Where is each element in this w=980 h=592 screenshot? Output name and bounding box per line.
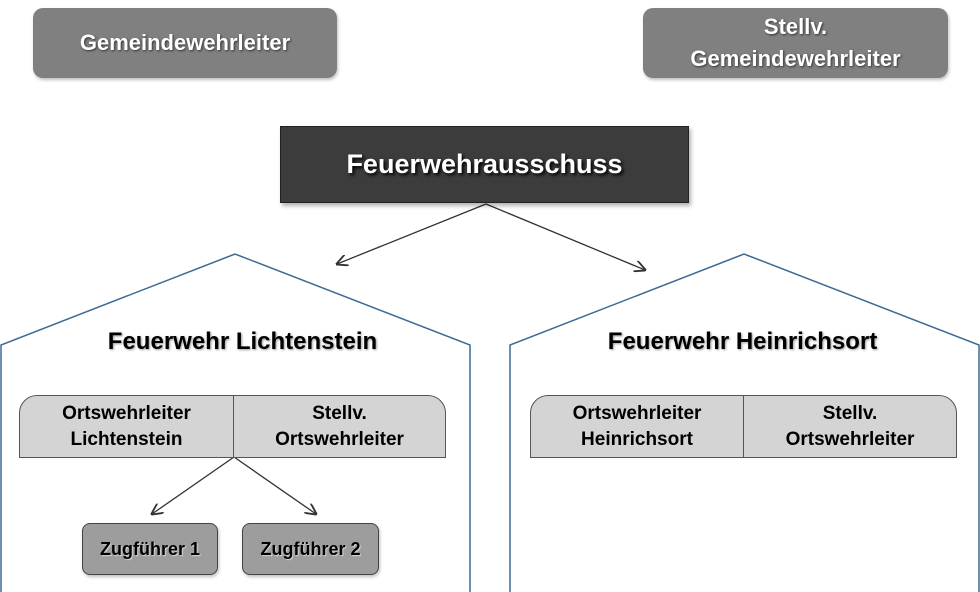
house-title-heinrichsort: Feuerwehr Heinrichsort (607, 328, 878, 355)
ortswehrleiter-heinrichsort-line2: Heinrichsort (581, 428, 693, 450)
feuerwehrausschuss-box: Feuerwehrausschuss (280, 126, 689, 203)
stellv-ortswehrleiter-heinrichsort-line1: Stellv. (822, 402, 878, 424)
arrow-to-lichtenstein (337, 203, 487, 264)
zugfuehrer-1-box: Zugführer 1 (82, 523, 218, 575)
house-outline-lichtenstein (0, 253, 471, 592)
stellv-ortswehrleiter-heinrichsort-box: Stellv. Ortswehrleiter (743, 395, 957, 458)
zugfuehrer-1-label: Zugführer 1 (99, 538, 200, 559)
stellv-ortswehrleiter-lichtenstein-box: Stellv. Ortswehrleiter (233, 395, 446, 458)
zugfuehrer-2-label: Zugführer 2 (260, 538, 361, 559)
house-outline-heinrichsort (509, 253, 980, 592)
gemeindewehrleiter-box: Gemeindewehrleiter (33, 8, 337, 78)
ortswehrleiter-lichtenstein-line2: Lichtenstein (70, 428, 183, 450)
stellv-ortswehrleiter-heinrichsort-line2: Ortswehrleiter (785, 428, 915, 450)
stellv-ortswehrleiter-lichtenstein-line2: Ortswehrleiter (275, 428, 404, 450)
stellv-gemeindewehrleiter-box: Stellv. Gemeindewehrleiter (643, 8, 948, 78)
gemeindewehrleiter-label: Gemeindewehrleiter (79, 30, 291, 55)
arrow-to-zugfuehrer-2 (233, 456, 316, 514)
ortswehrleiter-heinrichsort-line1: Ortswehrleiter (572, 402, 702, 424)
stellv-gemeindewehrleiter-line1: Stellv. (763, 14, 828, 39)
ortswehrleiter-heinrichsort-box: Ortswehrleiter Heinrichsort (530, 395, 744, 458)
feuerwehrausschuss-label: Feuerwehrausschuss (346, 149, 623, 179)
zugfuehrer-2-box: Zugführer 2 (242, 523, 379, 575)
arrow-to-heinrichsort (485, 203, 645, 270)
stellv-ortswehrleiter-lichtenstein-line1: Stellv. (312, 402, 367, 424)
ortswehrleiter-lichtenstein-line1: Ortswehrleiter (62, 402, 191, 424)
ortswehrleiter-lichtenstein-box: Ortswehrleiter Lichtenstein (19, 395, 234, 458)
stellv-gemeindewehrleiter-line2: Gemeindewehrleiter (690, 46, 901, 71)
house-title-lichtenstein: Feuerwehr Lichtenstein (107, 328, 378, 355)
arrow-to-zugfuehrer-1 (152, 456, 235, 514)
